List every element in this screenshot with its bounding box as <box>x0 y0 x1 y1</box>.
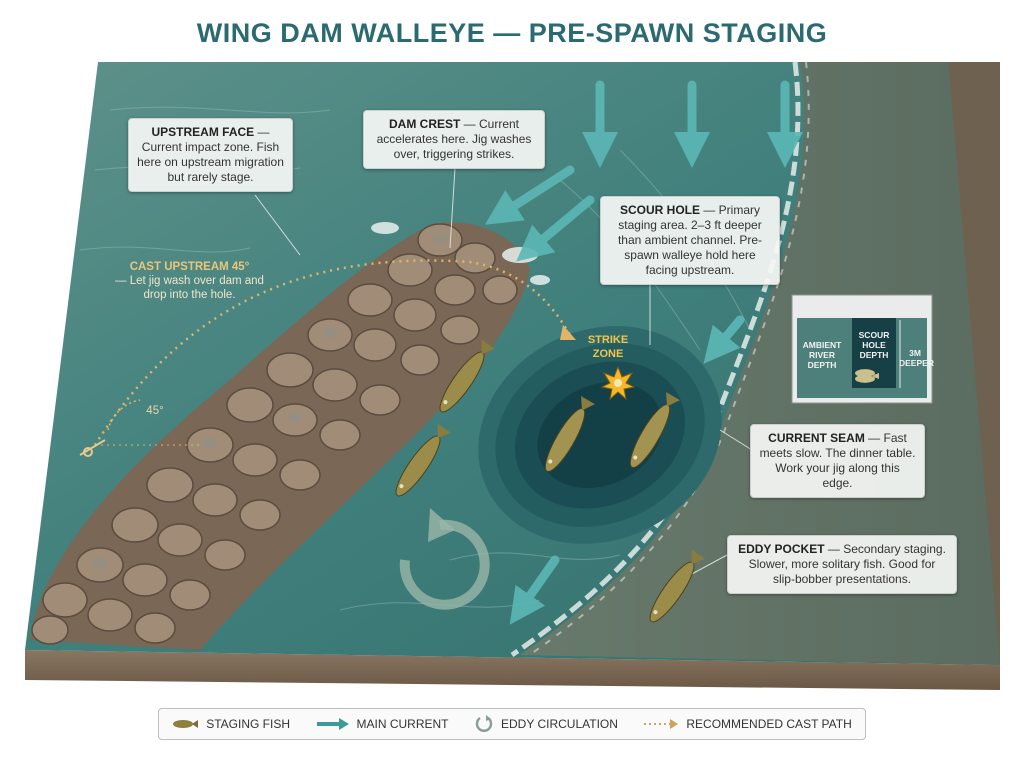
callout-head: UPSTREAM FACE <box>151 125 255 139</box>
right-riverbank <box>520 62 1000 665</box>
inset-deeper-line: DEEPER <box>899 358 934 368</box>
legend-staging-fish: STAGING FISH <box>172 717 290 731</box>
circular-arrow-icon <box>475 715 493 732</box>
legend: STAGING FISH MAIN CURRENT EDDY CIRCULATI… <box>158 708 866 740</box>
dotted-arrow-icon <box>644 719 679 729</box>
callout-body: — Fast meets slow. The dinner table. Wor… <box>759 431 916 490</box>
cast-note-body: — Let jig wash over dam and drop into th… <box>115 275 264 301</box>
strike-zone-starburst-icon <box>600 365 636 401</box>
callout-body: — Secondary staging. Slower, more solita… <box>748 542 946 586</box>
inset-scour-depth-label: SCOUR HOLE DEPTH <box>852 330 896 360</box>
eddy-circulation-arrow <box>399 508 490 610</box>
inset-ambient-line: RIVER <box>809 350 835 360</box>
legend-cast-path: RECOMMENDED CAST PATH <box>644 717 852 731</box>
inset-scour-line: HOLE <box>862 340 886 350</box>
cast-angle-label: 45° <box>146 405 164 417</box>
fish-icon <box>173 720 199 728</box>
strike-zone-label: STRIKE ZONE <box>578 333 638 361</box>
page-title: WING DAM WALLEYE — PRE-SPAWN STAGING <box>196 18 828 48</box>
callout-head: DAM CREST <box>388 117 461 131</box>
main-current-arrows <box>484 80 803 625</box>
terrain-side-front <box>25 650 1000 690</box>
callout-head: EDDY POCKET <box>738 542 825 556</box>
callout-body: — Current impact zone. Fish here on upst… <box>137 125 284 184</box>
inset-ambient-line: AMBIENT <box>802 340 842 350</box>
inset-deeper-line: 3M <box>909 348 921 358</box>
cast-note-head: CAST UPSTREAM 45° <box>129 261 250 273</box>
legend-eddy-circulation: EDDY CIRCULATION <box>475 715 618 733</box>
legend-label: MAIN CURRENT <box>356 717 449 731</box>
walleye-fish <box>629 392 680 468</box>
river-scene-diagram <box>25 61 1000 690</box>
legend-label: STAGING FISH <box>206 717 291 731</box>
legend-main-current: MAIN CURRENT <box>316 717 449 731</box>
depth-inset <box>791 294 933 404</box>
strike-zone-line: ZONE <box>592 348 624 360</box>
callout-scour-hole: SCOUR HOLE — Primary staging area. 2–3 f… <box>600 196 780 285</box>
wing-dam-rocks <box>30 222 530 650</box>
arrow-right-icon <box>316 718 349 730</box>
callout-dam-crest: DAM CREST — Current accelerates here. Ji… <box>363 110 545 169</box>
walleye-fish <box>649 549 705 623</box>
strike-zone-line: STRIKE <box>587 334 629 346</box>
inset-scour-line: DEPTH <box>859 350 889 360</box>
callout-eddy-pocket: EDDY POCKET — Secondary staging. Slower,… <box>727 535 957 594</box>
callout-head: CURRENT SEAM <box>768 431 865 445</box>
callout-head: SCOUR HOLE <box>619 203 700 217</box>
walleye-fish-group <box>395 339 705 623</box>
inset-ambient-depth-label: AMBIENT RIVER DEPTH <box>797 340 847 370</box>
callout-body: — Current accelerates here. Jig washes o… <box>376 117 532 161</box>
cast-upstream-note: CAST UPSTREAM 45° — Let jig wash over da… <box>102 260 277 302</box>
inset-ambient-line: DEPTH <box>807 360 837 370</box>
walleye-fish <box>439 339 495 413</box>
walleye-fish <box>395 423 451 497</box>
legend-label: EDDY CIRCULATION <box>501 717 618 731</box>
callout-current-seam: CURRENT SEAM — Fast meets slow. The dinn… <box>750 424 925 498</box>
inset-deeper-label: 3M DEEPER <box>899 348 934 368</box>
walleye-fish <box>544 396 595 472</box>
angler-rod-icon <box>79 439 106 457</box>
callout-upstream-face: UPSTREAM FACE — Current impact zone. Fis… <box>128 118 293 192</box>
inset-scour-line: SCOUR <box>858 330 890 340</box>
callout-body: — Primary staging area. 2–3 ft deeper th… <box>617 203 763 277</box>
legend-label: RECOMMENDED CAST PATH <box>686 717 852 731</box>
cast-path <box>79 259 576 457</box>
